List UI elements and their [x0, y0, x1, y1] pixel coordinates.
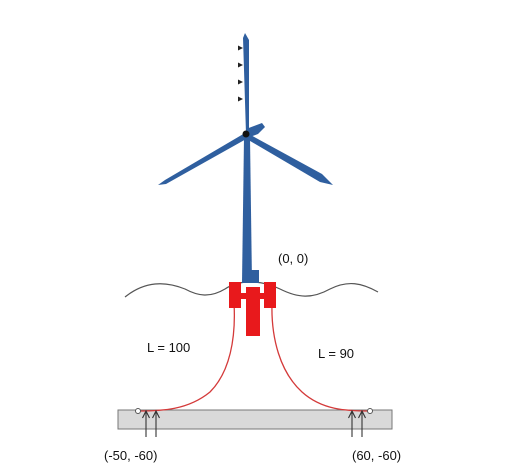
seabed — [117, 409, 393, 430]
anchor-point-right — [367, 408, 373, 414]
platform-column-right — [264, 282, 276, 308]
tower-base-segment — [245, 270, 259, 283]
mooring-line-right — [271, 302, 371, 412]
platform-column-left — [229, 282, 241, 308]
anchor-point-left — [135, 408, 141, 414]
turbine-tower — [242, 137, 252, 283]
floating-platform — [229, 282, 276, 336]
turbine-blade-left — [158, 133, 248, 185]
right-anchor-label: (60, -60) — [352, 448, 402, 463]
turbine-blade-right — [245, 133, 333, 185]
mooring-line-left — [137, 302, 236, 412]
turbine-nacelle — [246, 123, 265, 138]
left-anchor-label: (-50, -60) — [104, 448, 158, 463]
right-line-length-label: L = 90 — [318, 346, 355, 361]
up-arrow-icon — [358, 409, 366, 437]
origin-label: (0, 0) — [278, 251, 309, 266]
left-line-length-label: L = 100 — [147, 340, 191, 355]
up-arrow-icon — [348, 409, 356, 437]
up-arrow-icon — [152, 409, 160, 437]
platform-brace-left — [238, 293, 248, 299]
platform-center-column — [246, 287, 260, 336]
turbine-blade-up — [243, 33, 249, 134]
wind-arrow-icon — [238, 45, 243, 102]
up-arrow-icon — [142, 409, 150, 437]
platform-brace-right — [258, 293, 268, 299]
turbine-hub — [242, 130, 250, 138]
